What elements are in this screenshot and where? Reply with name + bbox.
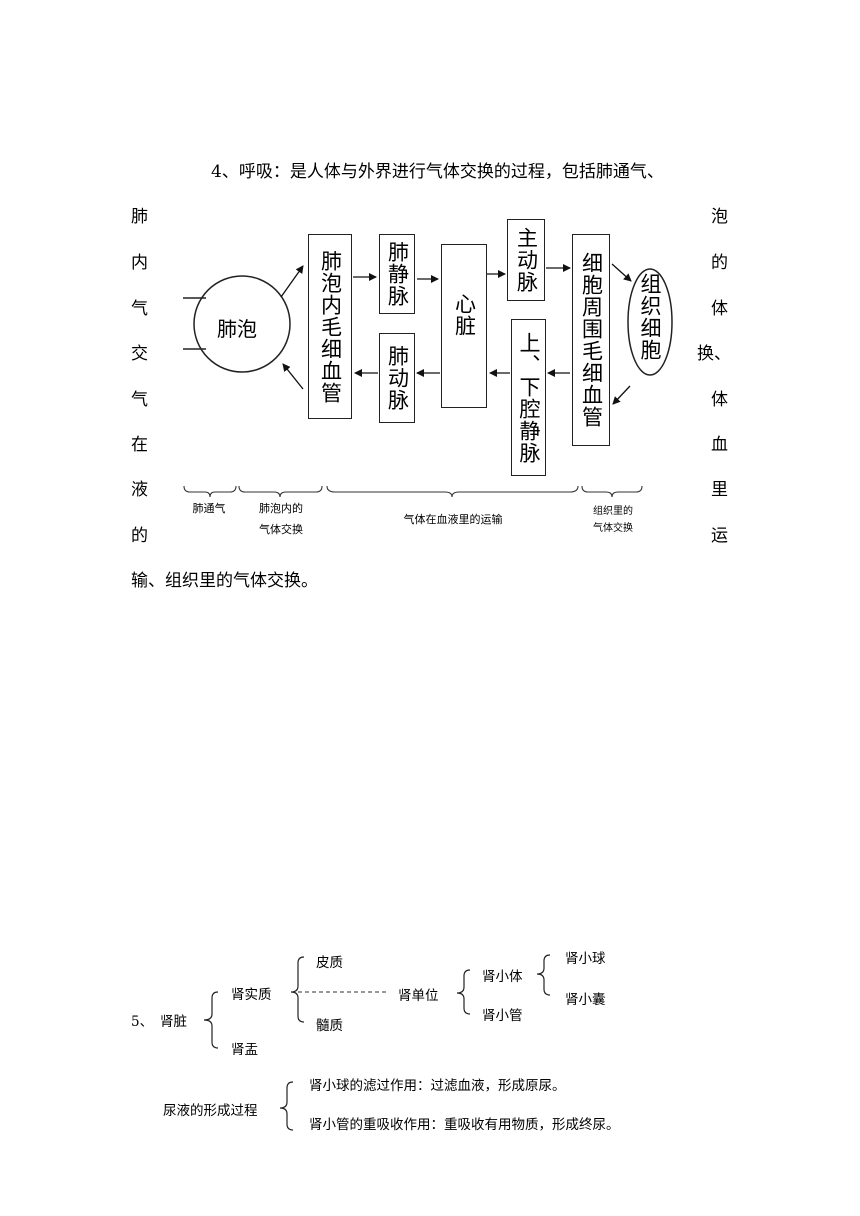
aorta-box: 主动脉 xyxy=(507,219,545,301)
caption-tissue-exchange-1: 组织里的 xyxy=(593,506,633,517)
respiration-diagram: 肺泡 肺泡内毛细血管 肺静脉 肺动脉 心脏 主动脉 上、下腔静脉 细胞周围毛细血… xyxy=(0,0,860,600)
tissue-cell-ellipse xyxy=(627,268,673,376)
right-char-5: 体 xyxy=(711,390,728,410)
brace-tissue-exchange xyxy=(581,485,643,498)
left-char-4: 交 xyxy=(131,344,148,364)
arrow-alveolus-to-capillary xyxy=(280,265,304,298)
right-char-7: 里 xyxy=(711,480,728,500)
alveolus-label: 肺泡 xyxy=(217,317,257,341)
caption-alveolar-exchange-1: 肺泡内的 xyxy=(259,502,303,515)
left-char-3: 气 xyxy=(131,299,148,319)
left-char-6: 在 xyxy=(131,435,148,455)
left-char-5: 气 xyxy=(131,390,148,410)
brace-alveolar-exchange xyxy=(238,485,323,498)
right-char-3: 体 xyxy=(711,299,728,319)
right-char-8: 运 xyxy=(711,526,728,546)
cortex-label: 皮质 xyxy=(316,955,343,971)
cell-capillary-box: 细胞周围毛细血管 xyxy=(572,234,610,446)
vena-cava-label: 上、下腔静脉 xyxy=(517,331,541,464)
section5-number: 5、 xyxy=(131,1014,154,1030)
kidney-label: 肾脏 xyxy=(160,1014,187,1030)
section4-last-line: 输、组织里的气体交换。 xyxy=(131,571,318,591)
left-char-8: 的 xyxy=(131,526,148,546)
renal-tubule-label: 肾小管 xyxy=(482,1008,523,1024)
alveolus-circle xyxy=(193,275,291,373)
caption-alveolar-exchange-2: 气体交换 xyxy=(259,523,303,536)
pulmonary-artery-label: 肺动脉 xyxy=(385,345,410,411)
pulmonary-artery-box: 肺动脉 xyxy=(379,333,415,423)
pelvis-label: 肾盂 xyxy=(231,1042,258,1058)
parenchyma-label: 肾实质 xyxy=(231,987,272,1003)
renal-corpuscle-label: 肾小体 xyxy=(482,969,523,985)
brace-ventilation xyxy=(183,485,237,498)
diagram-lines xyxy=(183,263,673,498)
filtration-text: 肾小球的滤过作用：过滤血液，形成原尿。 xyxy=(309,1078,566,1094)
pulmonary-vein-box: 肺静脉 xyxy=(379,234,415,314)
brace-kidney xyxy=(203,991,219,1049)
arrow-capillary-to-alveolus xyxy=(282,363,304,390)
tissue-cell-label: 组织细胞 xyxy=(638,273,662,361)
right-char-6: 血 xyxy=(711,435,728,455)
brace-nephron xyxy=(456,969,471,1015)
left-char-1: 肺 xyxy=(131,207,148,227)
left-char-7: 液 xyxy=(131,480,148,500)
right-char-4: 换、 xyxy=(697,344,731,364)
caption-blood-transport: 气体在血液里的运输 xyxy=(403,513,503,526)
arrow-cellcap-to-tissue xyxy=(611,263,632,282)
heart-label: 心脏 xyxy=(452,293,477,337)
brace-parenchyma xyxy=(290,956,305,1023)
brace-corpuscle xyxy=(536,954,551,996)
aorta-label: 主动脉 xyxy=(514,227,539,293)
caption-tissue-exchange-2: 气体交换 xyxy=(593,523,633,534)
brace-blood-transport xyxy=(326,485,579,498)
section4-first-line: 4、呼吸：是人体与外界进行气体交换的过程，包括肺通气、 xyxy=(211,162,664,182)
alveolar-capillary-label: 肺泡内毛细血管 xyxy=(318,249,343,404)
vena-cava-box: 上、下腔静脉 xyxy=(511,319,546,476)
reabsorption-text: 肾小管的重吸收作用：重吸收有用物质，形成终尿。 xyxy=(309,1117,620,1133)
heart-box: 心脏 xyxy=(441,244,487,408)
arrow-tissue-to-cellcap xyxy=(612,385,631,405)
brace-urine xyxy=(279,1081,294,1131)
alveolar-capillary-box: 肺泡内毛细血管 xyxy=(308,234,352,419)
glomerulus-label: 肾小球 xyxy=(565,951,606,967)
pulmonary-vein-label: 肺静脉 xyxy=(385,241,410,307)
right-char-1: 泡 xyxy=(711,207,728,227)
caption-ventilation: 肺通气 xyxy=(192,502,226,515)
medulla-label: 髓质 xyxy=(316,1018,343,1034)
left-char-2: 内 xyxy=(131,253,148,273)
urine-formation-label: 尿液的形成过程 xyxy=(163,1103,258,1119)
nephron-label: 肾单位 xyxy=(398,988,439,1004)
capsule-label: 肾小囊 xyxy=(565,992,606,1008)
cell-capillary-label: 细胞周围毛细血管 xyxy=(579,252,604,428)
tissue-cell-label-wrap: 组织细胞 xyxy=(638,273,663,365)
right-char-2: 的 xyxy=(711,253,728,273)
